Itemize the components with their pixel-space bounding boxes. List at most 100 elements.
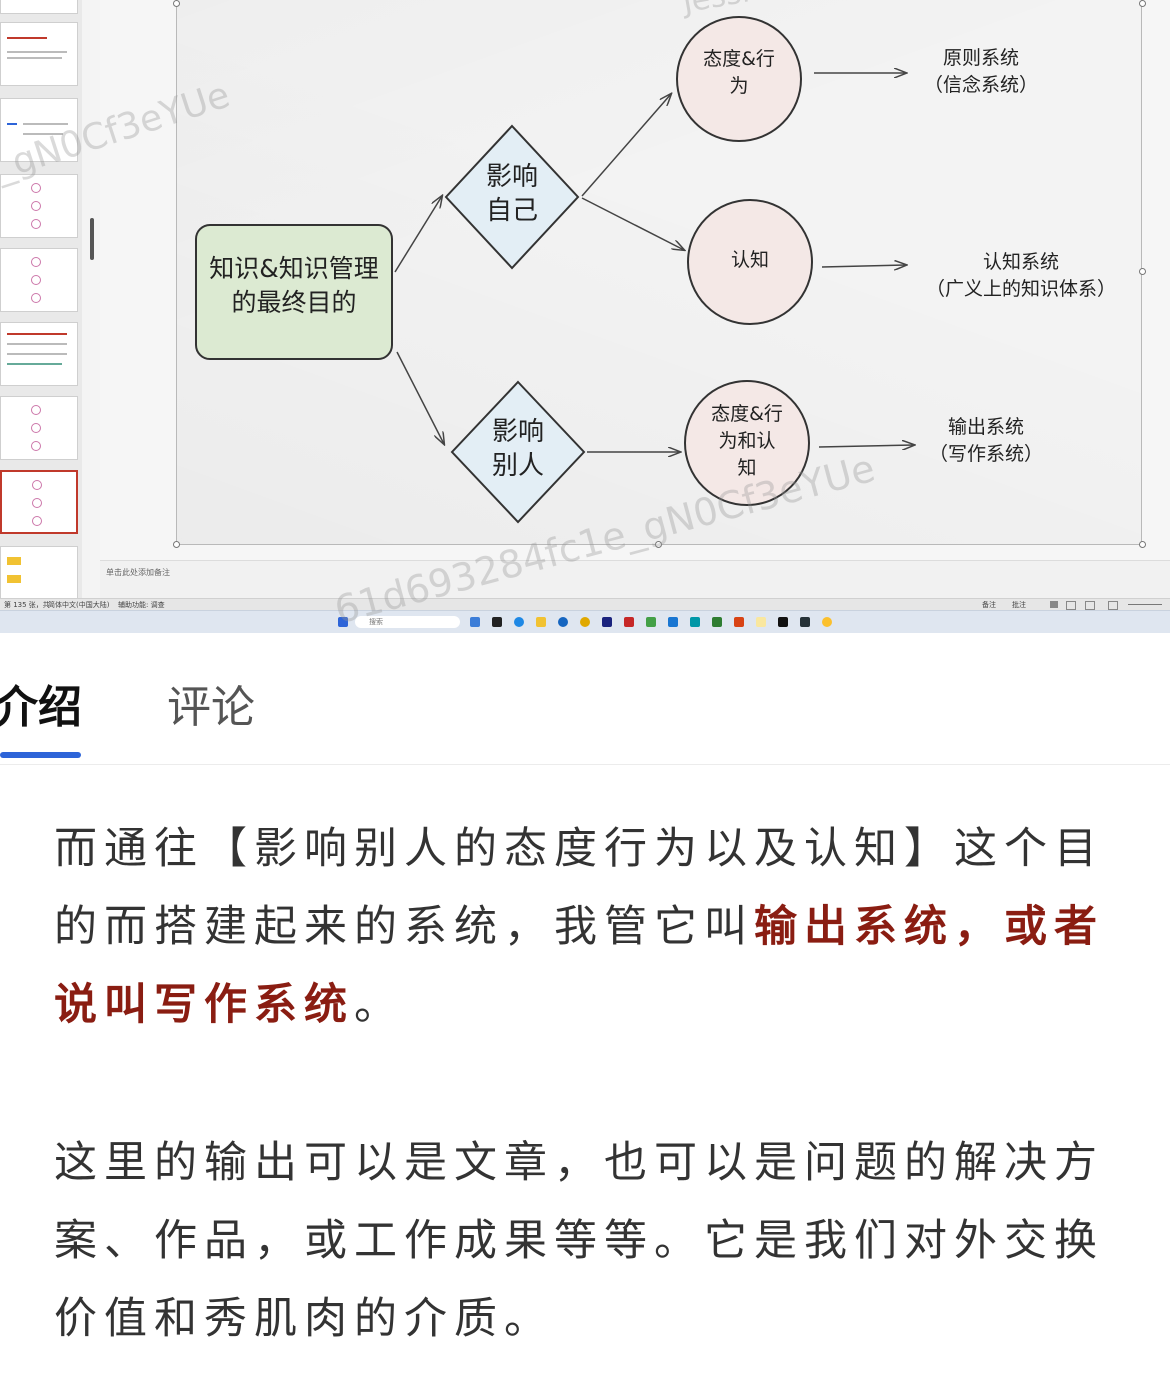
diamond-others-label-line: 影响 xyxy=(491,417,544,447)
app-icon[interactable] xyxy=(800,617,810,627)
edge-icon[interactable] xyxy=(514,617,524,627)
selection-handle[interactable] xyxy=(1139,541,1146,548)
paragraph-text: 而通往【影响别人的态度行为以及认知】这个目的而搭建起来的系统，我管它叫 xyxy=(54,824,1104,952)
slide-thumbnail[interactable] xyxy=(0,396,78,460)
selection-handle[interactable] xyxy=(655,541,662,548)
diamond-self-label-line: 自己 xyxy=(485,196,538,226)
app-icon[interactable] xyxy=(602,617,612,627)
notes-placeholder: 单击此处添加备注 xyxy=(106,568,170,577)
highlighted-text: 输出系统，或者说叫写作系统 xyxy=(54,902,1104,1030)
circle-attitude-label-line: 态度&行 xyxy=(703,48,775,70)
status-language[interactable]: 简体中文(中国大陆) xyxy=(48,601,110,609)
arrow-root-others xyxy=(396,351,444,444)
thumbnail-scrollbar[interactable] xyxy=(90,218,94,260)
circle-attcog-label-line: 为和认 xyxy=(718,430,776,452)
output-cognition-line: 认知系统 xyxy=(982,251,1059,273)
taskbar-search-label: 搜索 xyxy=(369,618,383,626)
app-icon[interactable] xyxy=(668,617,678,627)
arrow-self-attitude xyxy=(581,94,671,197)
app-icon[interactable] xyxy=(778,617,788,627)
app-icon[interactable] xyxy=(492,617,502,627)
arrow-attcog-out xyxy=(818,445,914,447)
circle-attcog-label-line: 知 xyxy=(737,457,757,479)
status-slide-count: 第 135 张，共 xyxy=(4,601,50,609)
output-cognition-label: 认知系统 （广义上的知识体系） xyxy=(906,249,1136,303)
active-tab-indicator xyxy=(0,752,81,758)
status-notes-button[interactable]: 备注 xyxy=(982,601,996,609)
windows-start-icon[interactable] xyxy=(338,617,348,627)
app-icon[interactable] xyxy=(822,617,832,627)
root-box[interactable] xyxy=(195,224,393,360)
app-icon[interactable] xyxy=(756,617,766,627)
paragraph-text: 。 xyxy=(354,980,404,1030)
powerpoint-icon[interactable] xyxy=(734,617,744,627)
circle-attcog-label-line: 态度&行 xyxy=(711,403,783,425)
selection-handle[interactable] xyxy=(1139,268,1146,275)
normal-view-icon[interactable] xyxy=(1050,601,1058,608)
slide-thumbnail[interactable] xyxy=(0,98,78,162)
slide-screenshot: 知识&知识管理 的最终目的 影响 自己 影响 别人 态度&行 为 认知 态度&行… xyxy=(0,0,1170,633)
tab-intro[interactable]: 介绍 xyxy=(0,682,82,733)
diamond-others[interactable] xyxy=(450,380,586,524)
taskbar-search[interactable]: 搜索 xyxy=(355,616,460,628)
circle-attcog-label: 态度&行 为和认 知 xyxy=(697,401,797,482)
diamond-others-label-line: 别人 xyxy=(491,451,544,481)
slideshow-icon[interactable] xyxy=(1108,601,1118,610)
circle-attitude-cognition[interactable] xyxy=(684,380,810,506)
article-paragraph: 而通往【影响别人的态度行为以及认知】这个目的而搭建起来的系统，我管它叫输出系统，… xyxy=(54,810,1114,1044)
slide-canvas[interactable] xyxy=(176,0,1142,545)
slide-thumbnail[interactable] xyxy=(0,0,78,14)
folder-icon[interactable] xyxy=(536,617,546,627)
zoom-slider[interactable] xyxy=(1128,604,1162,605)
slide-thumbnail-panel[interactable] xyxy=(0,0,83,610)
root-label: 知识&知识管理 的最终目的 xyxy=(196,252,392,320)
output-principle-line: 原则系统 xyxy=(942,47,1019,69)
mind-map-diagram xyxy=(195,16,1170,524)
circle-cognition-label-line: 认知 xyxy=(730,249,769,271)
slide-thumbnail-selected[interactable] xyxy=(0,470,78,534)
slide-thumbnail[interactable] xyxy=(0,322,78,386)
sorter-view-icon[interactable] xyxy=(1066,601,1076,610)
circle-cognition[interactable] xyxy=(687,199,813,325)
chrome-icon[interactable] xyxy=(580,617,590,627)
circle-attitude-label-line: 为 xyxy=(729,75,749,97)
status-comments-button[interactable]: 批注 xyxy=(1012,601,1026,609)
app-icon[interactable] xyxy=(690,617,700,627)
content-tabs: 介绍 评论 xyxy=(0,633,1170,765)
root-label-line: 的最终目的 xyxy=(231,288,357,317)
app-icon[interactable] xyxy=(470,617,480,627)
output-principle-label: 原则系统 （信念系统） xyxy=(896,45,1066,99)
notes-pane[interactable]: 单击此处添加备注 xyxy=(100,560,1170,599)
diamond-others-label: 影响 别人 xyxy=(468,415,568,483)
app-icon[interactable] xyxy=(712,617,722,627)
diamond-self[interactable] xyxy=(444,124,580,270)
status-accessibility[interactable]: 辅助功能: 调查 xyxy=(118,601,165,609)
diamond-self-label: 影响 自己 xyxy=(462,160,562,228)
slide-thumbnail[interactable] xyxy=(0,22,78,86)
selection-handle[interactable] xyxy=(173,0,180,7)
output-cognition-line: （广义上的知识体系） xyxy=(925,278,1116,300)
circle-attitude-label: 态度&行 为 xyxy=(689,46,789,100)
output-principle-line: （信念系统） xyxy=(923,74,1038,96)
arrow-root-self xyxy=(394,196,442,273)
browser-icon[interactable] xyxy=(558,617,568,627)
arrow-cognition-out xyxy=(821,265,906,267)
reading-view-icon[interactable] xyxy=(1085,601,1095,610)
paragraph-text: 这里的输出可以是文章，也可以是问题的解决方案、作品，或工作成果等等。它是我们对外… xyxy=(54,1138,1104,1344)
app-icon[interactable] xyxy=(646,617,656,627)
taskbar: 搜索 xyxy=(0,610,1170,633)
article-body: 而通往【影响别人的态度行为以及认知】这个目的而搭建起来的系统，我管它叫输出系统，… xyxy=(54,810,1114,1358)
circle-attitude[interactable] xyxy=(676,16,802,142)
output-writing-line: （写作系统） xyxy=(928,443,1043,465)
status-bar: 第 135 张，共 简体中文(中国大陆) 辅助功能: 调查 备注 批注 xyxy=(0,598,1170,611)
slide-thumbnail[interactable] xyxy=(0,174,78,238)
output-writing-line: 输出系统 xyxy=(947,416,1024,438)
selection-handle[interactable] xyxy=(1139,0,1146,7)
selection-handle[interactable] xyxy=(173,541,180,548)
circle-cognition-label: 认知 xyxy=(700,247,800,274)
diamond-self-label-line: 影响 xyxy=(485,162,538,192)
app-icon[interactable] xyxy=(624,617,634,627)
root-label-line: 知识&知识管理 xyxy=(209,254,379,283)
tab-comments[interactable]: 评论 xyxy=(167,682,255,733)
slide-thumbnail[interactable] xyxy=(0,248,78,312)
